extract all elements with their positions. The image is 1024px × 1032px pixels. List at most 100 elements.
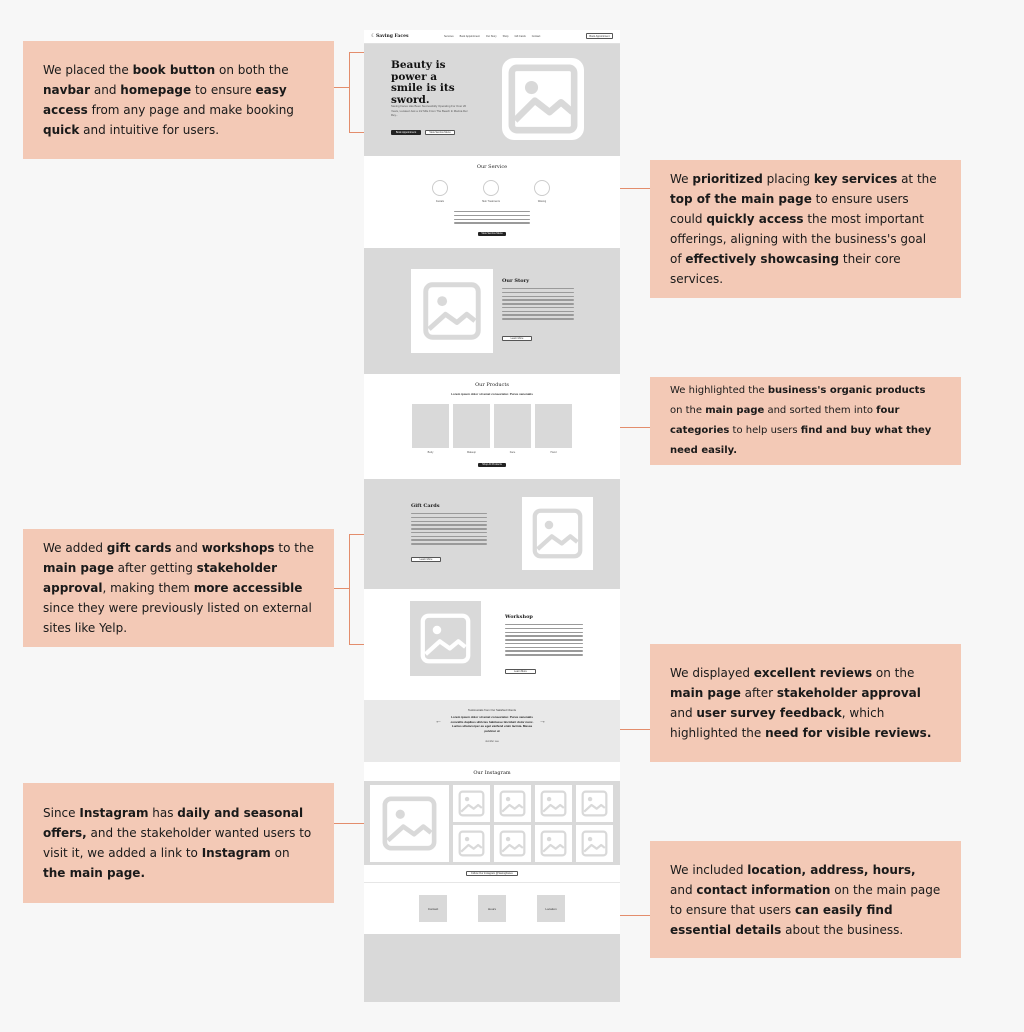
service-label: Skin Treatments xyxy=(481,200,501,203)
note-text: , making them xyxy=(102,581,194,595)
note-text: to the xyxy=(274,541,314,555)
testimonial-prev-icon[interactable]: ← xyxy=(435,718,442,725)
note-text: on the xyxy=(670,405,706,416)
note-text: We included xyxy=(670,862,748,877)
testimonials-section: Testimonials from Our Satisfied Clients … xyxy=(364,700,620,762)
note-emphasis: quickly access xyxy=(706,212,804,226)
service-circle[interactable] xyxy=(432,180,448,196)
note-emphasis: main page xyxy=(705,405,765,416)
annotation-book-button: We placed the book button on both the na… xyxy=(23,41,334,159)
logo-icon: ☾ xyxy=(371,33,376,39)
hero-section: Beauty is power a smile is its sword. Sa… xyxy=(364,44,620,156)
instagram-post-image-icon[interactable] xyxy=(494,785,531,822)
note-emphasis: user survey feedback xyxy=(696,706,842,720)
services-description xyxy=(454,211,530,226)
note-emphasis: find and buy what they need easily. xyxy=(670,425,932,456)
hero-body: Saving Faces Has Been Successfully Opera… xyxy=(391,104,468,117)
testimonial-author: Jennifer Lee xyxy=(485,740,499,743)
nav-links: Services Book Appointment Our Story Shop Gif… xyxy=(444,35,540,38)
nav-link[interactable]: Our Story xyxy=(485,35,497,38)
gift-cards-learn-more-button[interactable]: Learn More xyxy=(411,557,441,562)
note-emphasis: contact information xyxy=(696,882,831,897)
note-emphasis: can easily find essential details xyxy=(670,902,893,937)
note-emphasis: top of the main page xyxy=(670,192,812,206)
nav-link[interactable]: Contact xyxy=(531,35,541,38)
note-emphasis: the main page. xyxy=(43,866,146,880)
note-emphasis: key services xyxy=(813,172,898,186)
service-label: Waxing xyxy=(537,200,547,203)
testimonial-quote: Lorem ipsum dolor sit amet consectetur. … xyxy=(450,715,534,733)
note-emphasis: daily and seasonal offers, xyxy=(43,806,304,840)
note-emphasis: business's organic products xyxy=(767,385,926,396)
annotation-contact-info: We included location, address, hours, an… xyxy=(650,841,961,958)
note-text: since they were previously listed on ext… xyxy=(43,601,312,635)
note-emphasis: effectively showcasing xyxy=(685,252,840,266)
note-text: and xyxy=(670,882,697,897)
nav-link[interactable]: Book Appointment xyxy=(459,35,480,38)
contact-box[interactable]: Contact xyxy=(419,895,447,922)
follow-instagram-button[interactable]: Follow Our Instagram @SavingFaces xyxy=(466,871,518,876)
instagram-post-image-icon[interactable] xyxy=(494,825,531,862)
note-text: and xyxy=(670,706,697,720)
note-text: and intuitive for users. xyxy=(79,123,220,137)
product-image-placeholder[interactable] xyxy=(453,404,490,448)
nav-link[interactable]: Services xyxy=(444,35,454,38)
instagram-post-image-icon[interactable] xyxy=(453,785,490,822)
hero-book-button[interactable]: Book Appointment xyxy=(391,130,421,135)
testimonial-next-icon[interactable]: → xyxy=(539,718,546,725)
workshop-learn-more-button[interactable]: Learn More xyxy=(505,669,536,674)
story-learn-more-button[interactable]: Learn More xyxy=(502,336,532,341)
service-circle[interactable] xyxy=(534,180,550,196)
contact-box[interactable]: Location xyxy=(537,895,565,922)
product-image-placeholder[interactable] xyxy=(412,404,449,448)
note-text: We placed the xyxy=(43,63,133,77)
instagram-post-image-icon[interactable] xyxy=(453,825,490,862)
workshop-title: Workshop xyxy=(505,614,533,620)
gift-cards-title: Gift Cards xyxy=(411,503,440,509)
note-text: to ensure users could xyxy=(670,192,909,226)
product-image-placeholder[interactable] xyxy=(535,404,572,448)
contact-box[interactable]: Hours xyxy=(478,895,506,922)
note-text: We displayed xyxy=(670,666,754,680)
services-title: Our Service xyxy=(476,164,508,170)
product-image-placeholder[interactable] xyxy=(494,404,531,448)
footer xyxy=(364,934,620,1002)
annotation-reviews: We displayed excellent reviews on the ma… xyxy=(650,644,961,762)
workshop-image-placeholder-icon xyxy=(410,601,481,676)
note-text: and xyxy=(90,83,121,97)
instagram-post-image-icon[interactable] xyxy=(535,825,572,862)
note-text: placing xyxy=(762,172,814,186)
note-text: on the main page to ensure that users xyxy=(670,882,941,917)
note-text: We xyxy=(670,172,693,186)
service-label: Facials xyxy=(436,200,444,203)
note-emphasis: gift cards xyxy=(106,541,172,555)
services-menu-button[interactable]: View Service Menu xyxy=(478,232,506,236)
hero-service-menu-button[interactable]: View Service Menu xyxy=(425,130,455,135)
note-text: Since xyxy=(43,806,80,820)
testimonials-heading: Testimonials from Our Satisfied Clients xyxy=(467,708,517,712)
note-emphasis: Instagram xyxy=(201,846,271,860)
nav-book-button[interactable]: Book Appointment xyxy=(586,33,613,39)
note-emphasis: stakeholder approval xyxy=(776,686,921,700)
annotation-organic-products: We highlighted the business's organic pr… xyxy=(650,377,961,465)
nav-link[interactable]: Gift Cards xyxy=(514,35,526,38)
shop-all-products-button[interactable]: Shop All Products xyxy=(478,463,506,467)
note-text: from any page and make booking xyxy=(87,103,294,117)
product-category-label: Face xyxy=(509,451,516,454)
logo-text[interactable]: Saving Faces xyxy=(376,34,409,39)
instagram-post-image-icon[interactable] xyxy=(576,785,613,822)
note-emphasis: quick xyxy=(43,123,80,137)
product-category-label: Body xyxy=(427,451,434,454)
contact-label: Hours xyxy=(487,907,496,911)
instagram-post-image-icon[interactable] xyxy=(535,785,572,822)
instagram-title: Our Instagram xyxy=(473,770,511,776)
note-text: and sorted them into xyxy=(764,405,877,416)
hero-headline: Beauty is power a smile is its sword. xyxy=(391,59,455,106)
instagram-post-image-icon[interactable] xyxy=(576,825,613,862)
story-title: Our Story xyxy=(502,278,530,284)
service-circle[interactable] xyxy=(483,180,499,196)
nav-link[interactable]: Shop xyxy=(502,35,509,38)
note-emphasis: prioritized xyxy=(692,172,763,186)
services-section: Our Service Facials Skin Treatments Waxing… xyxy=(364,156,620,248)
note-text: after xyxy=(740,686,777,700)
